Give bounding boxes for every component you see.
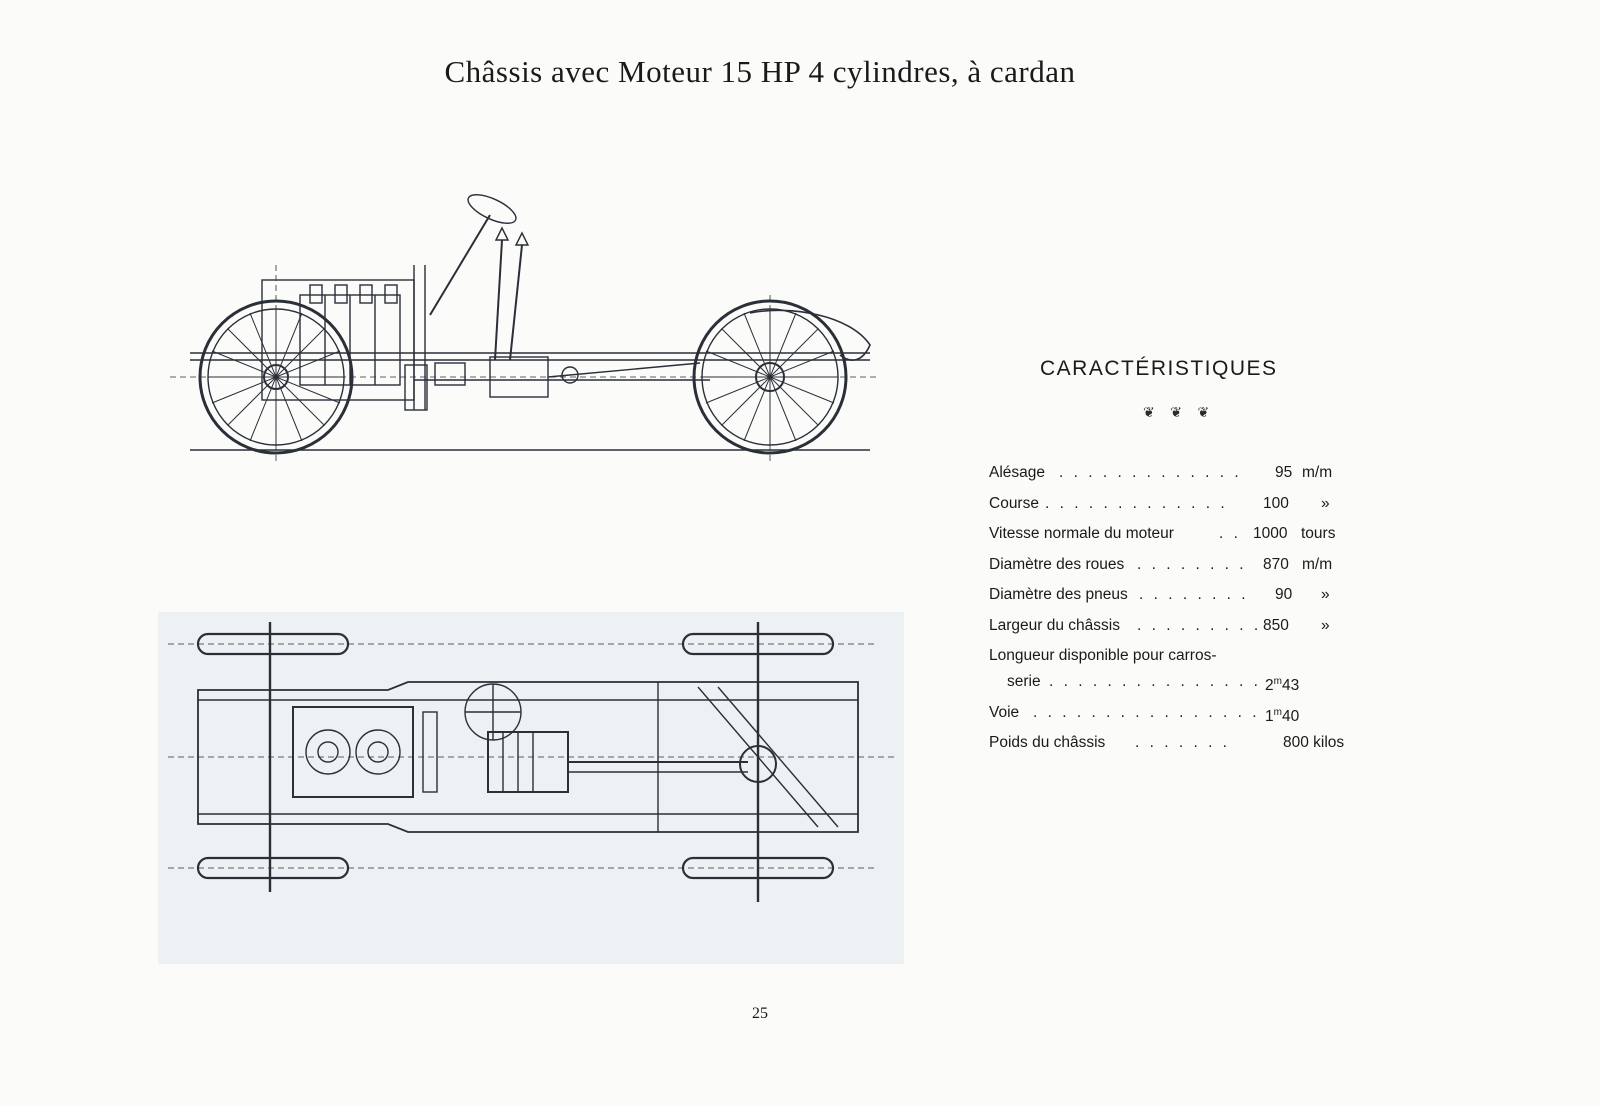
spec-row: Poids du châssis . . . . . . . 800 kilos [989,728,1364,759]
leader-dots: . . [1219,525,1241,542]
spec-label: Alésage [989,464,1046,481]
spec-label: Course [989,494,1039,512]
chassis-side-elevation-drawing [170,194,880,465]
specs-table: Alésage . . . . . . . . . . . . . 95 m/m… [989,458,1364,759]
spec-value: 800 kilos [1283,734,1345,751]
spec-value: 850 [1263,616,1289,634]
leader-dots: . . . . . . . . . . . . . [1059,464,1242,481]
spec-row: Voie . . . . . . . . . . . . . . . . 1m4… [989,698,1364,729]
ornament-icon: ❦ ❦ ❦ [1143,406,1216,421]
spec-label: Largeur du châssis [989,616,1120,634]
leader-dots: . . . . . . . . [1139,586,1249,603]
spec-row: Largeur du châssis . . . . . . . . . 850… [989,611,1364,642]
spec-value: 90 [1275,586,1293,603]
spec-label: Diamètre des roues [989,555,1125,573]
spec-label: Diamètre des pneus [989,586,1128,603]
spec-value: 2m43 [1265,676,1300,695]
spec-label: serie [1007,673,1041,690]
spec-unit: » [1321,616,1330,634]
page-title: Châssis avec Moteur 15 HP 4 cylindres, à… [444,54,1076,89]
spec-value: 100 [1263,494,1289,512]
leader-dots: . . . . . . . [1135,734,1230,751]
leader-dots: . . . . . . . . [1137,555,1247,573]
leader-dots: . . . . . . . . . . . . . . . [1049,673,1261,690]
spec-label: Poids du châssis [989,734,1106,751]
specs-heading: CARACTÉRISTIQUES [1040,357,1278,380]
spec-row: serie . . . . . . . . . . . . . . . 2m43 [989,667,1364,698]
page-number: 25 [752,1005,768,1022]
spec-unit: tours [1301,525,1336,542]
spec-row: Course . . . . . . . . . . . . . 100 » [989,489,1364,520]
spec-unit: m/m [1302,555,1333,573]
spec-value: 870 [1263,555,1289,573]
spec-value: 1000 [1253,525,1288,542]
leader-dots: . . . . . . . . . . . . . [1045,494,1228,512]
spec-unit: » [1321,586,1330,603]
spec-label: Longueur disponible pour carros- [989,647,1217,664]
chassis-plan-view-drawing [158,612,904,964]
spec-value: 1m40 [1265,706,1300,725]
spec-value: 95 [1275,464,1293,481]
spec-row: Diamètre des pneus . . . . . . . . 90 » [989,580,1364,611]
spec-row: Alésage . . . . . . . . . . . . . 95 m/m [989,458,1364,489]
spec-row: Diamètre des roues . . . . . . . . 870 m… [989,550,1364,581]
leader-dots: . . . . . . . . . [1137,616,1262,634]
spec-unit: » [1321,494,1330,512]
spec-unit: m/m [1302,464,1333,481]
spec-row: Longueur disponible pour carros- [989,645,1364,667]
spec-row: Vitesse normale du moteur . . 1000 tours [989,519,1364,550]
leader-dots: . . . . . . . . . . . . . . . . [1033,703,1260,721]
spec-label: Voie [989,703,1020,721]
spec-label: Vitesse normale du moteur [989,525,1174,542]
